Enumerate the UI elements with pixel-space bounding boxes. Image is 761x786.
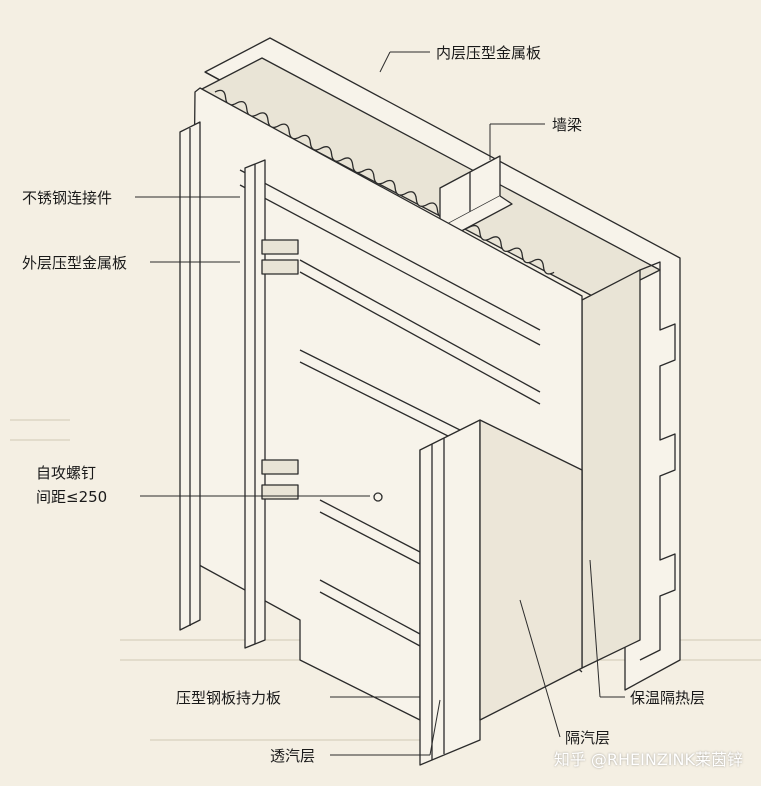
deck-cutaway: [419, 419, 481, 766]
right-edge-flutes: [639, 261, 676, 661]
leader-lines: [135, 51, 625, 756]
wall-beam-label: 墙梁: [552, 116, 583, 134]
vapor-barrier-label: 隔汽层: [565, 729, 611, 747]
stainless-connector-label: 不锈钢连接件: [22, 189, 113, 207]
outer-seams: [179, 121, 266, 649]
watermark: 知乎 @RHEINZINK莱茵锌: [553, 750, 743, 769]
screw-label-line2: 间距≤250: [36, 488, 108, 506]
load-bearing-deck-label: 压型钢板持力板: [176, 689, 282, 707]
vapor-barrier-area: [479, 419, 583, 721]
inner-panel-label: 内层压型金属板: [436, 44, 542, 62]
screw-marker: [373, 492, 383, 502]
insulation-layer-label: 保温隔热层: [630, 689, 706, 707]
panel-ribs: [239, 169, 541, 647]
wall-beam-shape: [439, 155, 513, 237]
outer-panel-label: 外层压型金属板: [22, 254, 128, 272]
insulation-side: [581, 269, 641, 669]
screw-label-line1: 自攻螺钉: [36, 464, 97, 482]
breathable-layer-label: 透汽层: [270, 747, 316, 765]
